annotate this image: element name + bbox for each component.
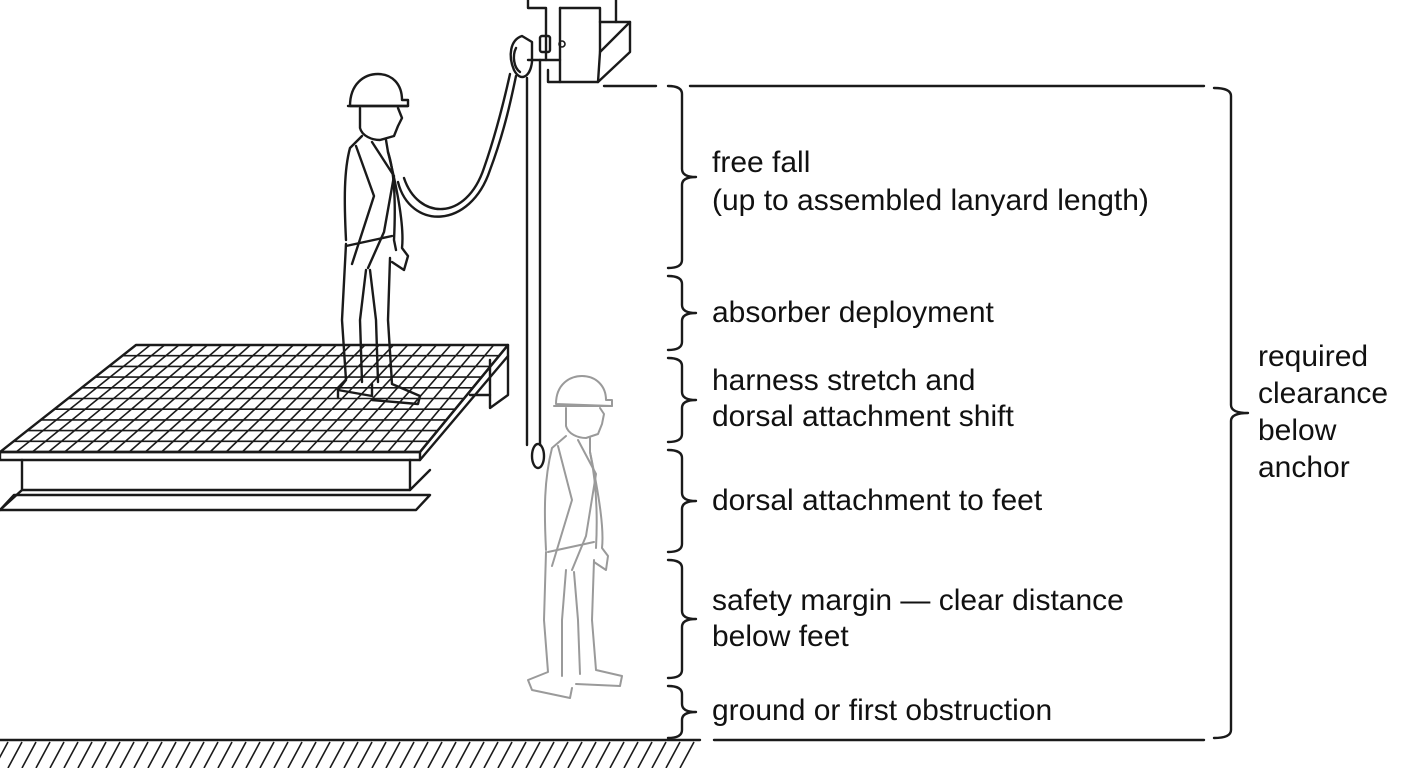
support-i-beam: [0, 354, 510, 512]
svg-text:required clearance: required clearance below anchor: [1258, 340, 1396, 484]
brace-dorsal-to-feet: [666, 448, 698, 554]
lanyard-line: [396, 74, 518, 218]
grating-platform: [0, 343, 510, 462]
overhead-beam: [526, 0, 632, 84]
total-clearance-brace: [1212, 86, 1250, 740]
segment-label-absorber: absorber deployment: [712, 296, 995, 329]
ground-surface: [0, 738, 702, 768]
brace-ground: [666, 684, 698, 740]
suspended-worker-ghost: [527, 375, 623, 699]
standing-worker: [336, 72, 422, 406]
segment-labels: free fall (up to assembled lanyard lengt…: [712, 146, 1149, 727]
segment-label-ground: ground or first obstruction: [712, 694, 1052, 727]
segment-braces: [666, 84, 698, 740]
brace-harness-stretch: [666, 356, 698, 444]
segment-label-safety-margin: safety margin — clear distance below fee…: [712, 584, 1132, 653]
brace-safety-margin: [666, 558, 698, 680]
brace-total-clearance: [1212, 86, 1250, 740]
segment-label-free-fall: free fall (up to assembled lanyard lengt…: [712, 146, 1149, 217]
segment-label-dorsal-to-feet: dorsal attachment to feet: [712, 484, 1043, 517]
total-label: required clearance below anchor: [1258, 340, 1396, 484]
lanyard-line-outer: [402, 72, 512, 211]
brace-free-fall: [666, 84, 698, 270]
brace-absorber: [666, 274, 698, 352]
segment-label-harness-stretch: harness stretch and dorsal attachment sh…: [712, 364, 1014, 433]
anchor-connector: [509, 34, 566, 79]
